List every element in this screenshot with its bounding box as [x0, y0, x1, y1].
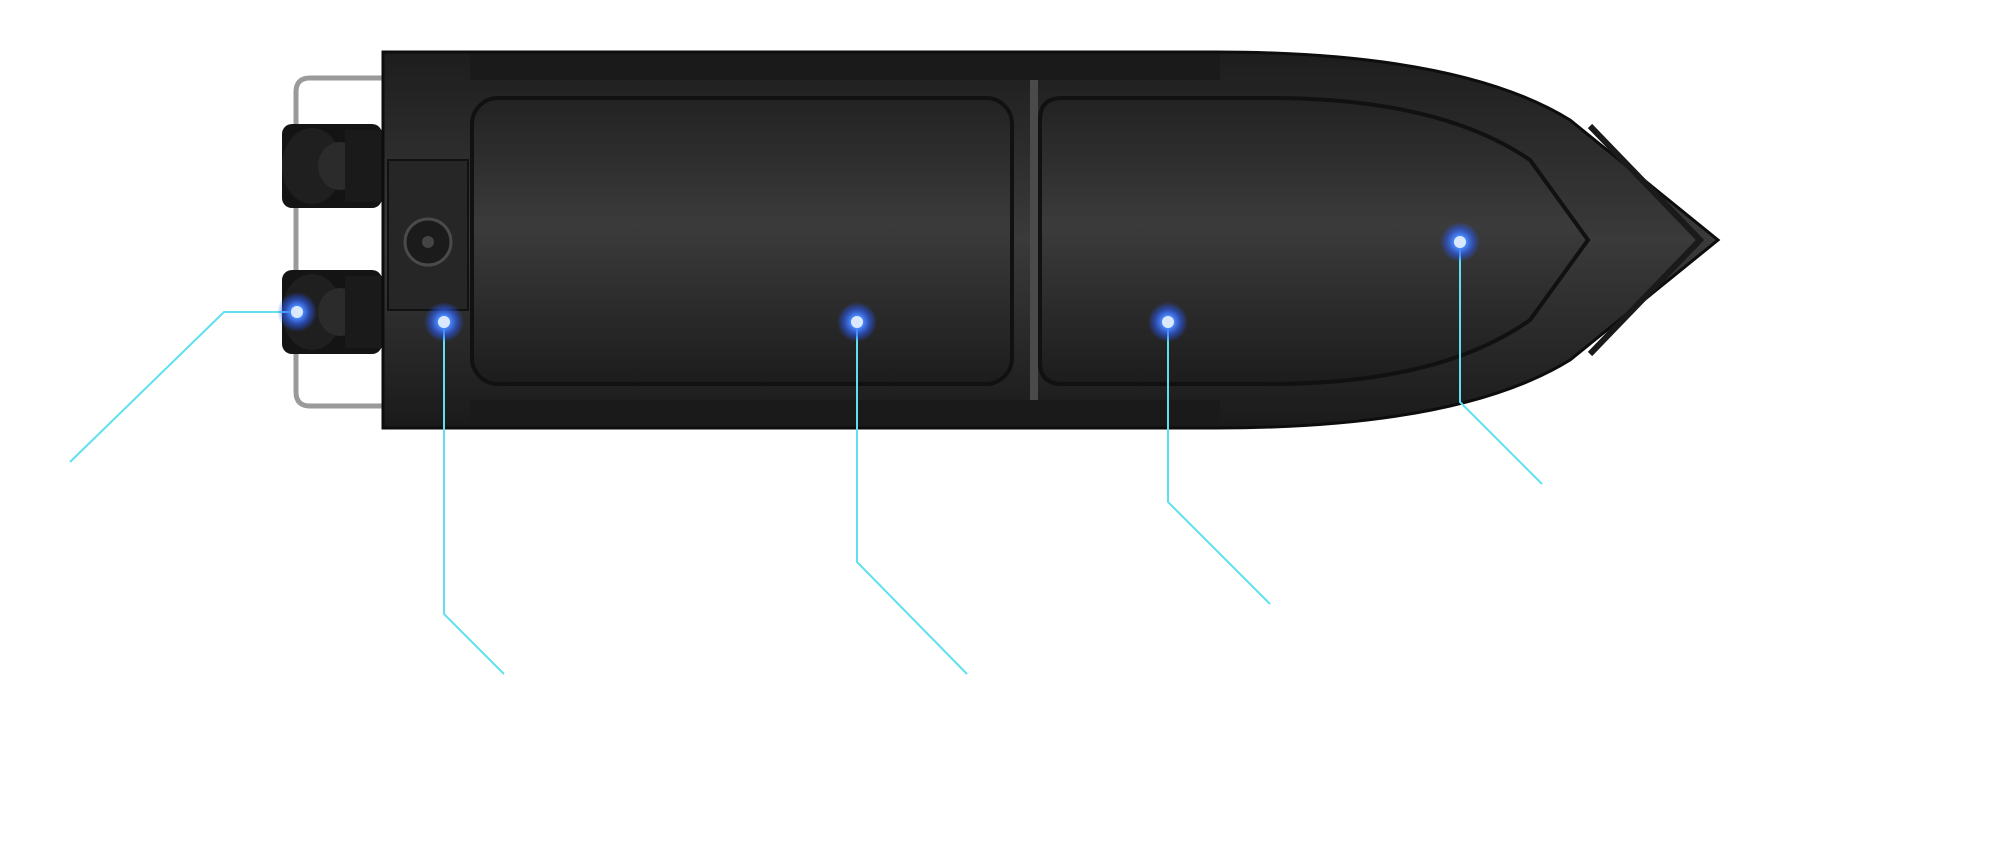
bow	[1587, 123, 1705, 357]
outboard-motor-lower	[282, 270, 383, 354]
hotspots	[277, 222, 1480, 342]
leader-line-rear-deck	[443, 322, 505, 675]
gunwale-bottom	[470, 400, 1220, 426]
leader-line-fore-compartment	[1167, 322, 1271, 605]
hotspot-motors[interactable]	[277, 292, 317, 332]
aft-compartment	[470, 96, 1014, 386]
hotspot-fore-compartment[interactable]	[1148, 302, 1188, 342]
leader-line-motors	[69, 311, 297, 463]
leader-line-bow	[1459, 242, 1543, 485]
leader-lines	[69, 242, 1543, 675]
leader-line-aft-compartment	[856, 322, 968, 675]
outboard-motor-upper	[282, 124, 383, 208]
gunwale-top	[470, 54, 1220, 80]
hotspot-bow[interactable]	[1440, 222, 1480, 262]
compartment-divider	[1030, 80, 1038, 400]
hotspot-aft-compartment[interactable]	[837, 302, 877, 342]
hotspot-rear-deck[interactable]	[424, 302, 464, 342]
stern-rail	[293, 75, 383, 409]
